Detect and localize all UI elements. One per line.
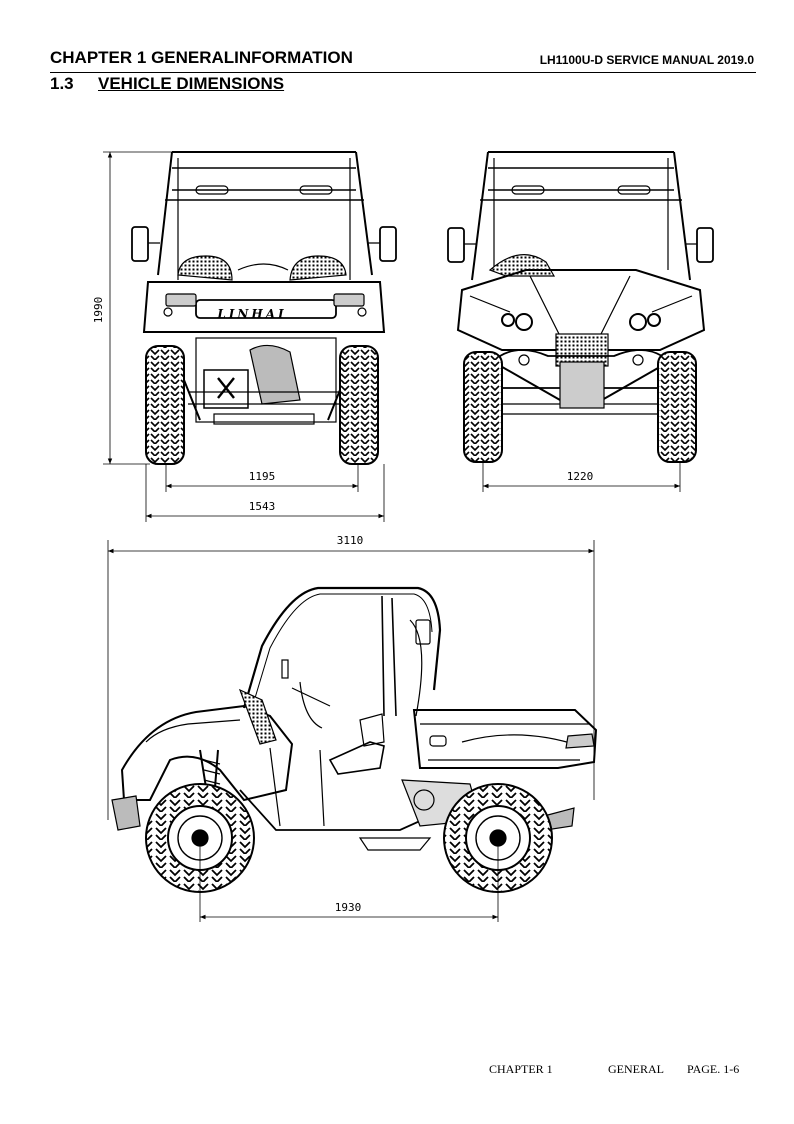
footer-chapter: CHAPTER 1 — [489, 1062, 553, 1076]
overall-width-label: 1543 — [249, 500, 276, 513]
wheelbase-label: 1930 — [335, 901, 362, 914]
rear-track-dimension — [145, 464, 385, 522]
front-view — [447, 151, 714, 463]
rear-view — [131, 151, 397, 465]
front-track-label: 1220 — [567, 470, 594, 483]
front-track-dimension — [482, 462, 681, 492]
side-view — [111, 586, 598, 893]
section-title: VEHICLE DIMENSIONS — [98, 74, 285, 93]
brand-label: LINHAI — [216, 307, 286, 321]
height-dimension — [103, 151, 172, 465]
manual-title: LH1100U-D SERVICE MANUAL 2019.0 — [539, 53, 754, 67]
overall-length-label: 3110 — [337, 534, 364, 547]
height-dimension-label: 1990 — [92, 297, 105, 324]
overall-length-dimension — [107, 540, 595, 820]
chapter-title: CHAPTER 1 GENERALINFORMATION — [50, 48, 353, 67]
rear-track-label: 1195 — [249, 470, 276, 483]
footer-section: GENERAL — [608, 1062, 664, 1076]
wheelbase-dimension — [199, 838, 499, 922]
footer-page: PAGE. 1-6 — [687, 1062, 740, 1076]
section-heading: 1.3 VEHICLE DIMENSIONS — [50, 74, 284, 94]
page-header: CHAPTER 1 GENERALINFORMATION LH1100U-D S… — [50, 48, 756, 73]
section-number: 1.3 — [50, 74, 74, 93]
